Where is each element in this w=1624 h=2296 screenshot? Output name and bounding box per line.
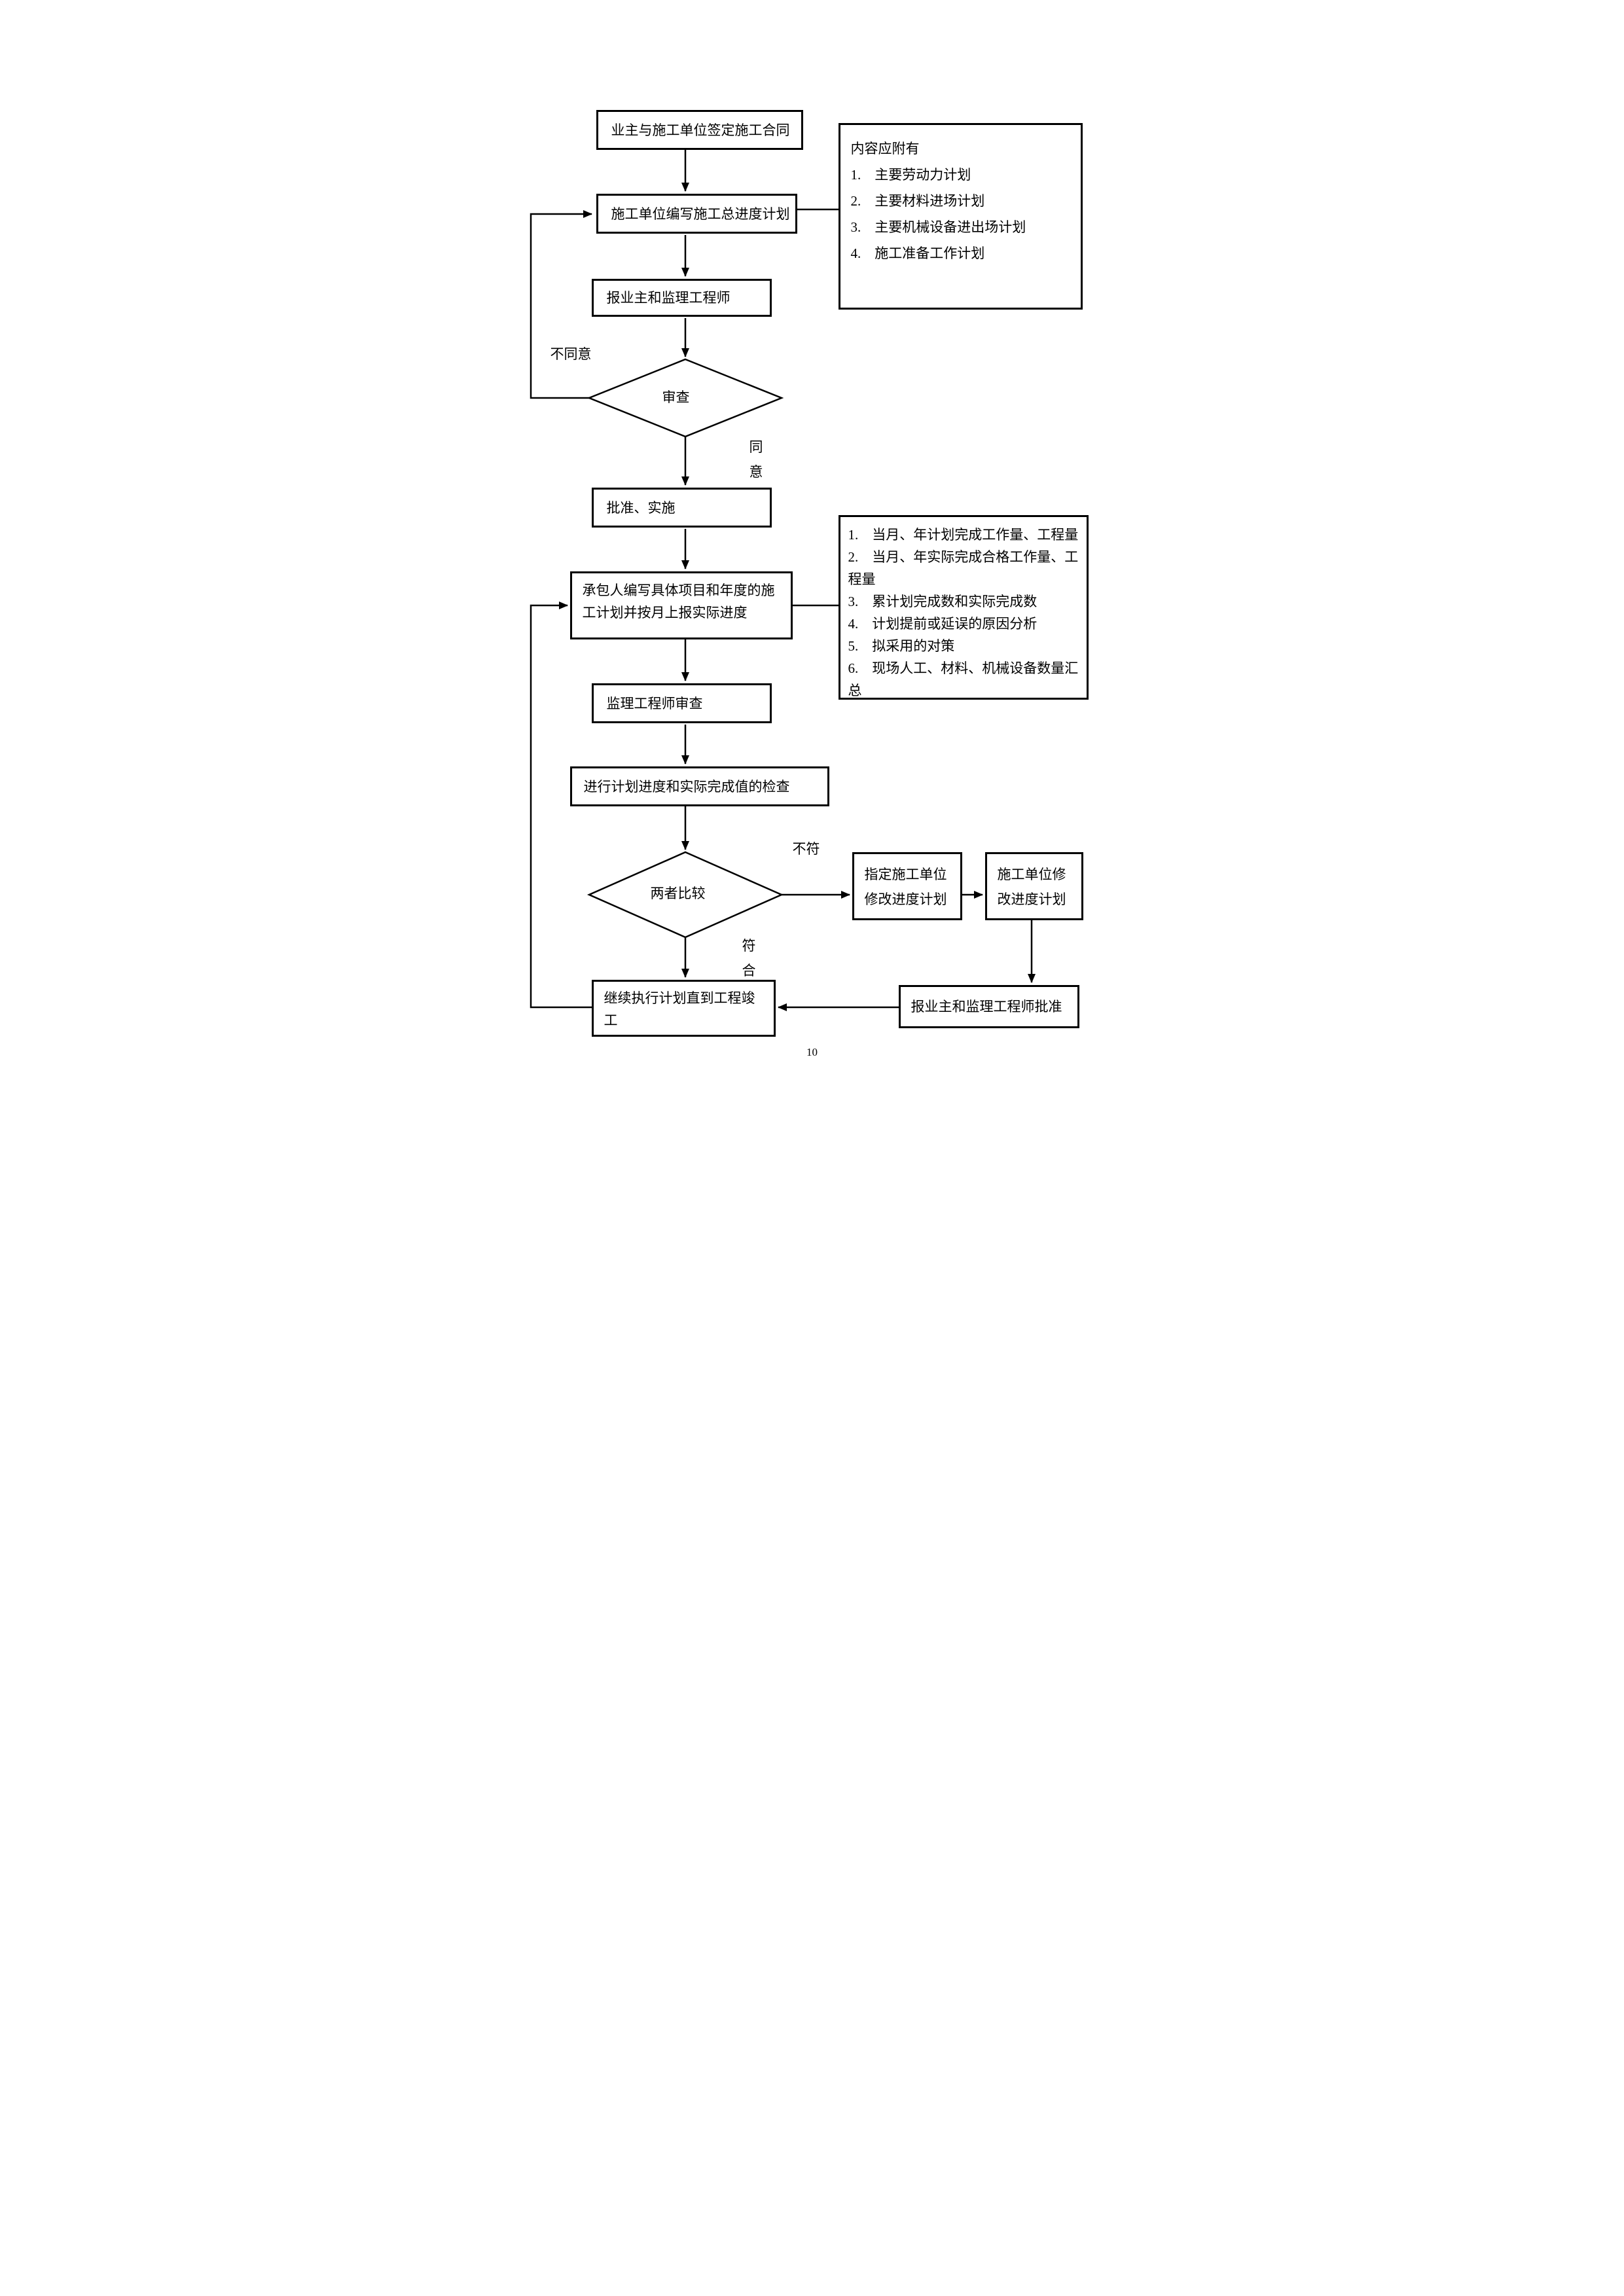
decision-review-label: 审查	[662, 389, 690, 405]
note-monthly-report-item: 2. 当月、年实际完成合格工作量、工程量	[848, 549, 1079, 587]
node-sign-contract: 业主与施工单位签定施工合同	[596, 110, 803, 150]
note-monthly-report-item: 3. 累计划完成数和实际完成数	[848, 594, 1038, 609]
node-unit-revision-label: 施工单位修改进度计划	[997, 867, 1066, 907]
node-unit-revision: 施工单位修改进度计划	[984, 852, 1083, 920]
node-report-for-approval-label: 报业主和监理工程师批准	[911, 999, 1062, 1014]
node-contractor-monthly-plan: 承包人编写具体项目和年度的施工计划并按月上报实际进度	[569, 571, 793, 639]
note-schedule-contents: 内容应附有 1. 主要劳动力计划 2. 主要材料进场计划 3. 主要机械设备进出…	[838, 123, 1083, 310]
note-monthly-report-item: 1. 当月、年计划完成工作量、工程量	[848, 527, 1079, 543]
node-approve-implement-label: 批准、实施	[606, 499, 676, 516]
edge-label-match: 符合	[742, 938, 756, 978]
node-continue-to-completion: 继续执行计划直到工程竣工	[591, 980, 776, 1037]
flowchart-connectors	[530, 150, 1036, 1011]
note-monthly-report-item: 6. 现场人工、材料、机械设备数量汇总	[848, 660, 1079, 698]
document-page: 业主与施工单位签定施工合同 施工单位编写施工总进度计划 内容应附有 1. 主要劳…	[406, 0, 1218, 1148]
edge-label-disagree: 不同意	[550, 346, 592, 362]
note-schedule-contents-title: 内容应附有	[850, 141, 920, 156]
edge-label-agree: 同意	[749, 439, 763, 480]
node-sign-contract-label: 业主与施工单位签定施工合同	[611, 122, 790, 138]
node-approve-implement: 批准、实施	[591, 488, 772, 528]
node-report-owner-supervisor-label: 报业主和监理工程师	[606, 290, 731, 306]
decision-compare-label: 两者比较	[650, 886, 706, 901]
page-number: 10	[806, 1046, 818, 1058]
note-schedule-contents-item: 4. 施工准备工作计划	[850, 245, 985, 261]
edge-continue-loop-to-contractor-plan	[530, 601, 592, 1009]
edge-review-disagree-loop	[530, 210, 592, 399]
node-supervisor-review: 监理工程师审查	[591, 683, 772, 723]
decision-compare-shape	[586, 851, 784, 939]
node-master-schedule: 施工单位编写施工总进度计划	[596, 194, 797, 234]
note-schedule-contents-item: 1. 主要劳动力计划	[850, 167, 971, 183]
node-master-schedule-label: 施工单位编写施工总进度计划	[611, 206, 790, 222]
note-monthly-report-item: 5. 拟采用的对策	[848, 638, 955, 654]
node-designate-revision-label: 指定施工单位修改进度计划	[864, 867, 947, 907]
node-progress-check: 进行计划进度和实际完成值的检查	[569, 766, 829, 806]
note-monthly-report-item: 4. 计划提前或延误的原因分析	[848, 616, 1038, 632]
node-report-owner-supervisor: 报业主和监理工程师	[591, 279, 772, 317]
decision-review-shape	[586, 358, 784, 438]
note-monthly-report-contents: 1. 当月、年计划完成工作量、工程量 2. 当月、年实际完成合格工作量、工程量 …	[838, 515, 1089, 700]
node-progress-check-label: 进行计划进度和实际完成值的检查	[583, 778, 790, 795]
node-designate-revision: 指定施工单位修改进度计划	[852, 852, 962, 920]
edge-label-mismatch: 不符	[792, 841, 820, 857]
node-supervisor-review-label: 监理工程师审查	[606, 695, 703, 711]
note-schedule-contents-item: 2. 主要材料进场计划	[850, 193, 985, 209]
node-report-for-approval: 报业主和监理工程师批准	[898, 985, 1079, 1028]
node-contractor-monthly-plan-label: 承包人编写具体项目和年度的施工计划并按月上报实际进度	[582, 583, 775, 620]
note-schedule-contents-item: 3. 主要机械设备进出场计划	[850, 219, 1026, 235]
node-continue-to-completion-label: 继续执行计划直到工程竣工	[604, 990, 755, 1028]
